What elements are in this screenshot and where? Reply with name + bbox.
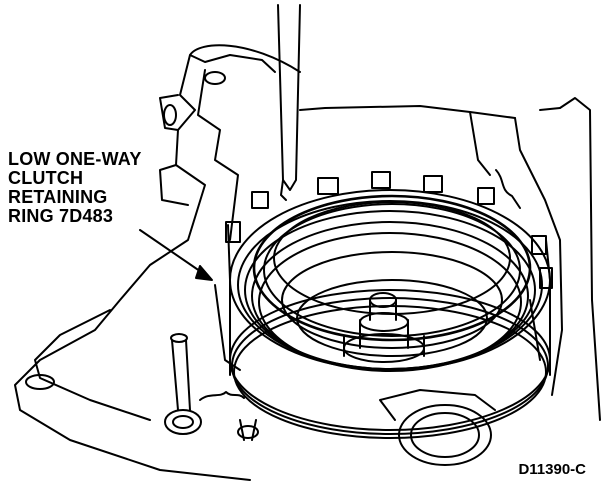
callout-line-2: CLUTCH	[8, 168, 84, 188]
output-splines	[380, 390, 495, 465]
callout-line-4: RING 7D483	[8, 206, 114, 226]
center-shaft	[344, 293, 424, 362]
wire-clip	[496, 170, 520, 208]
clutch-tabs	[226, 172, 552, 288]
removal-tool	[278, 5, 300, 200]
callout-line-3: RETAINING	[8, 187, 108, 207]
guide-rod	[165, 334, 258, 440]
clutch-pack	[215, 190, 550, 438]
figure-id: D11390-C	[518, 461, 586, 478]
retaining-ring	[254, 196, 530, 340]
transmission-case	[15, 45, 600, 480]
callout-line-1: LOW ONE-WAY	[8, 149, 142, 169]
part-callout-label: LOW ONE-WAY CLUTCH RETAINING RING 7D483	[8, 150, 142, 226]
callout-leader	[140, 230, 212, 280]
